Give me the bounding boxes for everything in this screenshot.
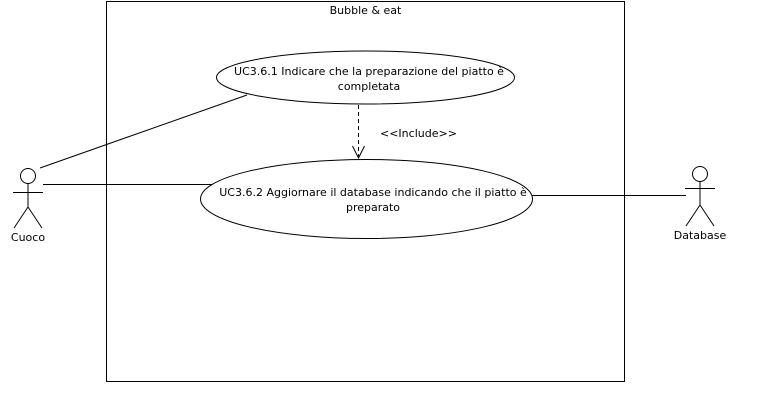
actor-database-head: [692, 166, 708, 182]
include-label: <<Include>>: [380, 127, 457, 140]
actor-database-right-leg: [699, 204, 715, 227]
actor-cook-label: Cuoco: [10, 231, 46, 244]
association-cook-uc361: [39, 94, 248, 169]
use-case-uc362-label: UC3.6.2 Aggiornare il database indicando…: [219, 186, 527, 214]
use-case-uc362[interactable]: [200, 159, 533, 239]
actor-cook-head: [20, 168, 36, 184]
actor-cook-right-leg: [27, 206, 43, 229]
actor-cook-figure[interactable]: [13, 168, 43, 229]
include-arrowhead: [352, 145, 365, 160]
use-case-uc361-label: UC3.6.1 Indicare che la preparazione del…: [234, 65, 504, 93]
system-boundary: [106, 1, 625, 382]
use-case-uc361[interactable]: [216, 50, 515, 105]
actor-cook-left-leg: [13, 206, 29, 229]
actor-database-left-leg: [685, 204, 701, 227]
system-title: Bubble & eat: [329, 4, 402, 17]
actor-database-figure[interactable]: [685, 166, 715, 227]
actor-database-label: Database: [673, 229, 727, 242]
